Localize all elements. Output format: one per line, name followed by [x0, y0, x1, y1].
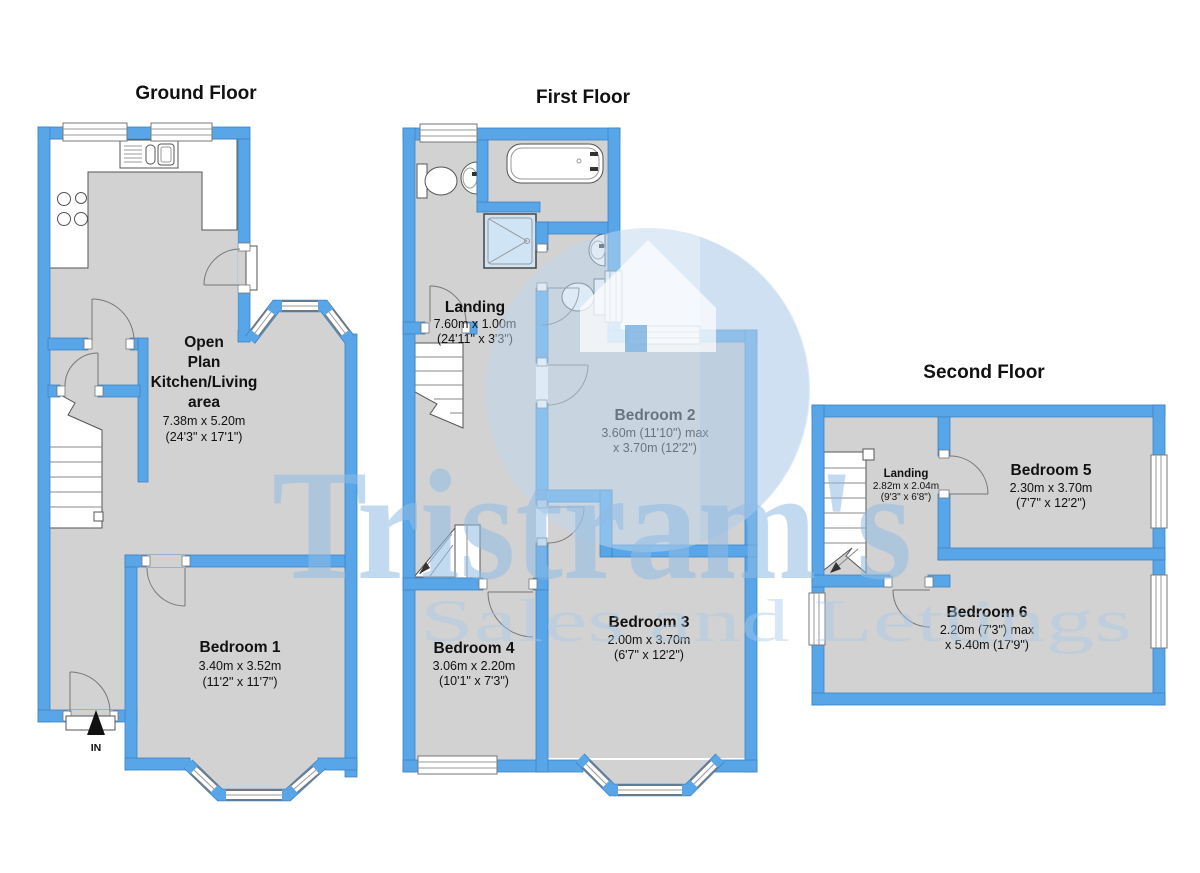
- second-floor: Second Floor: [808, 362, 1168, 706]
- room-dims: 7.60m x 1.00m: [434, 317, 517, 331]
- second-floor-windows: [808, 454, 1168, 649]
- first-floor-slab: [415, 140, 745, 793]
- ground-floor-windows: [62, 122, 350, 801]
- window: [417, 755, 498, 775]
- room-label: Bedroom 5: [1011, 462, 1092, 479]
- second-floor-title: Second Floor: [923, 362, 1045, 383]
- room-label: Open: [184, 334, 224, 351]
- room-label: Plan: [188, 354, 221, 371]
- room-dims: 2.20m (7'3") max: [940, 623, 1035, 637]
- room-dims: 2.30m x 3.70m: [1010, 481, 1093, 495]
- room-dims: (24'11" x 3'3"): [437, 332, 513, 346]
- room-dims: x 3.70m (12'2"): [613, 441, 697, 455]
- room-dims: 7.38m x 5.20m: [163, 414, 246, 428]
- first-floor-stairs: [412, 342, 481, 579]
- second-floor-stairs: [823, 448, 875, 575]
- door-arc: [949, 455, 989, 495]
- shower: [483, 213, 537, 269]
- window: [808, 592, 826, 646]
- ground-floor-doors: [56, 242, 258, 722]
- room-label: Kitchen/Living: [151, 374, 258, 391]
- kitchen-hob: [57, 192, 88, 226]
- room-label: Bedroom 2: [615, 407, 696, 424]
- room-dims: 3.06m x 2.20m: [433, 659, 516, 673]
- ground-floor-labels: Open Plan Kitchen/Living area 7.38m x 5.…: [151, 334, 282, 689]
- door-arc: [203, 248, 241, 286]
- room-label: Bedroom 1: [200, 639, 281, 656]
- window: [627, 325, 701, 345]
- bay-window: [250, 300, 350, 337]
- room-dims: (9'3" x 6'8"): [881, 492, 931, 503]
- window: [1150, 454, 1168, 529]
- room-dims: (24'3" x 17'1"): [166, 430, 243, 444]
- second-floor-doors: [883, 449, 989, 628]
- door-arc: [429, 285, 467, 323]
- room-label: Bedroom 4: [434, 640, 515, 657]
- kitchen-sink: [119, 136, 179, 169]
- second-floor-labels: Landing 2.82m x 2.04m (9'3" x 6'8") Bedr…: [873, 462, 1092, 652]
- door-arc: [146, 567, 186, 607]
- ground-floor: Ground Floor: [37, 83, 358, 802]
- exterior-door: [245, 245, 258, 291]
- entrance-arrow-icon: [87, 710, 105, 735]
- room-dims: x 5.40m (17'9"): [945, 638, 1029, 652]
- bay-window: [190, 765, 320, 801]
- window: [62, 122, 128, 142]
- door-arc: [892, 589, 931, 628]
- room-label: Landing: [445, 299, 505, 316]
- window: [150, 122, 213, 142]
- window: [1150, 574, 1168, 649]
- room-label: Bedroom 6: [947, 604, 1028, 621]
- bay-window: [582, 760, 718, 796]
- door-arc: [91, 298, 135, 342]
- room-dims: (11'2" x 11'7"): [202, 675, 277, 689]
- first-floor: First Floor: [402, 87, 758, 797]
- room-dims: (10'1" x 7'3"): [439, 674, 509, 688]
- room-dims: 2.00m x 3.70m: [608, 633, 691, 647]
- entrance-marker: IN: [65, 710, 116, 754]
- window: [419, 123, 478, 143]
- door-arc: [487, 591, 534, 638]
- entrance-label: IN: [91, 742, 102, 754]
- ground-floor-title: Ground Floor: [135, 83, 257, 104]
- room-dims: 2.82m x 2.04m: [873, 481, 939, 492]
- room-dims: (6'7" x 12'2"): [614, 648, 684, 662]
- room-label: Bedroom 3: [609, 614, 690, 631]
- kitchen-counter: [47, 138, 238, 269]
- room-dims: 3.60m (11'10") max: [601, 426, 709, 440]
- room-dims: (7'7" x 12'2"): [1016, 496, 1086, 510]
- room-label: area: [188, 394, 220, 411]
- window: [604, 270, 623, 323]
- first-floor-title: First Floor: [536, 87, 631, 108]
- door-arc: [69, 671, 111, 713]
- toilet: [416, 163, 458, 199]
- room-dims: 3.40m x 3.52m: [199, 659, 282, 673]
- ground-floor-stairs: [47, 387, 104, 529]
- room-label: Landing: [884, 468, 929, 480]
- bathtub: [506, 143, 604, 184]
- door-arc: [64, 352, 99, 387]
